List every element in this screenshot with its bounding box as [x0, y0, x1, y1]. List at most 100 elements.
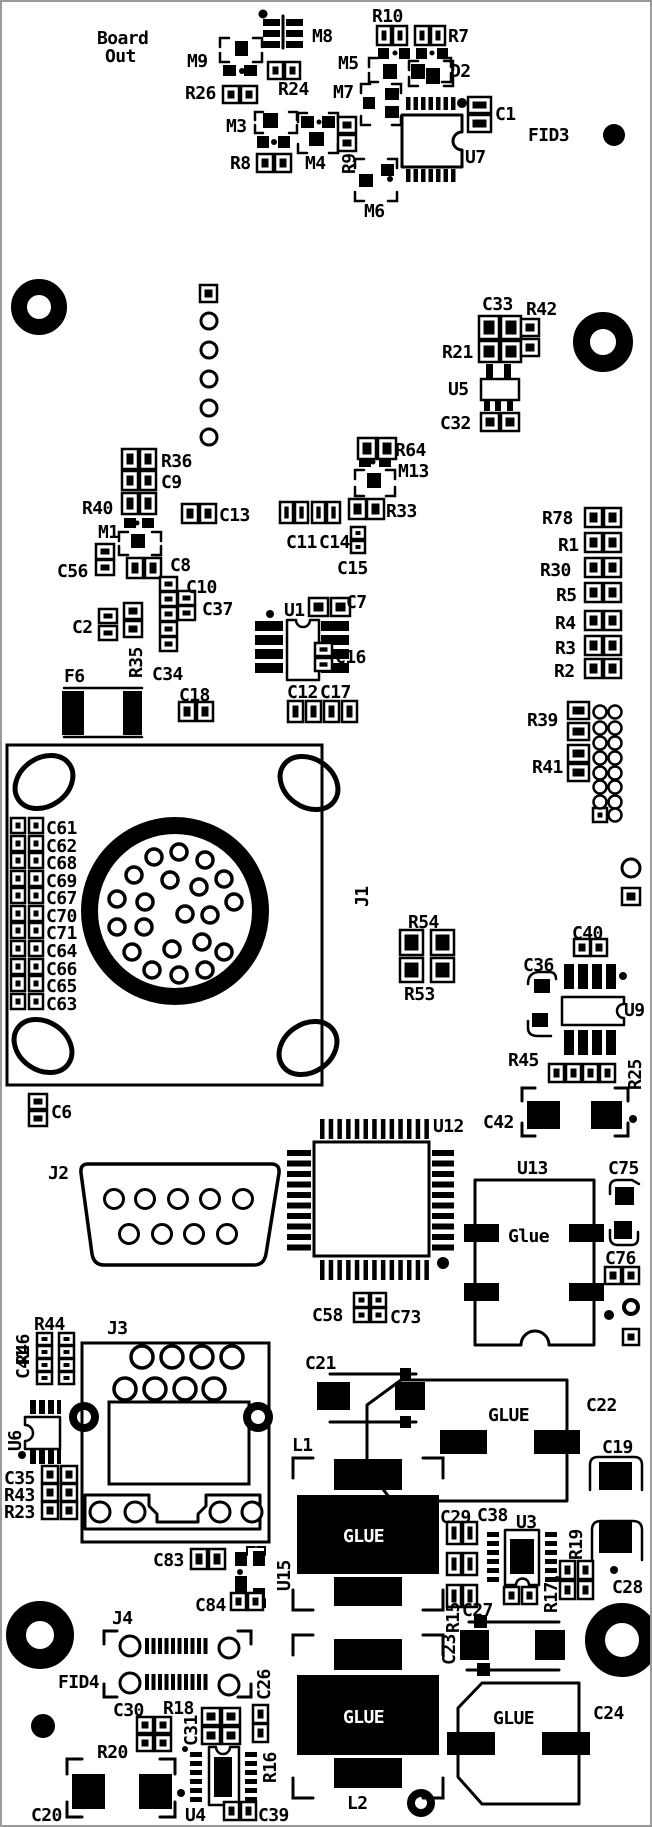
- pad: [320, 1119, 325, 1139]
- pad: [287, 1150, 311, 1156]
- pad: [320, 1260, 325, 1280]
- pad: [197, 1638, 201, 1654]
- pad: [226, 1731, 236, 1740]
- pad: [472, 101, 487, 109]
- pad: [183, 706, 191, 717]
- pad: [190, 1797, 202, 1802]
- pad: [464, 1283, 499, 1301]
- through-hole: [135, 892, 155, 912]
- courtyard-bracket: [117, 530, 163, 557]
- pad: [321, 635, 349, 645]
- pad: [321, 621, 349, 631]
- pad: [487, 1568, 499, 1573]
- through-hole: [232, 1188, 254, 1210]
- mounting-slot: [12, 752, 76, 812]
- pad: [33, 910, 39, 917]
- through-hole: [592, 794, 608, 810]
- ref-label-c19: C19: [602, 1437, 633, 1458]
- pad: [328, 1119, 334, 1139]
- pad: [451, 97, 456, 110]
- pad: [144, 475, 152, 486]
- pad: [287, 1244, 311, 1251]
- pad: [507, 400, 513, 411]
- pad: [62, 691, 84, 735]
- through-hole: [592, 779, 608, 795]
- pad: [406, 169, 411, 182]
- pad: [432, 1192, 454, 1198]
- pin1-dot: [437, 1257, 449, 1269]
- ref-label-m13: M13: [398, 461, 429, 482]
- ref-label-u5: U5: [448, 379, 468, 400]
- through-hole: [607, 807, 623, 823]
- through-hole: [224, 892, 244, 912]
- pad: [578, 964, 588, 989]
- pad: [564, 964, 574, 989]
- pad: [103, 613, 113, 619]
- pad: [578, 1030, 588, 1055]
- pad: [287, 1160, 311, 1167]
- ref-label-r1: R1: [558, 535, 578, 556]
- courtyard-bracket: [65, 1757, 177, 1819]
- pad: [354, 1260, 360, 1280]
- ref-label-c64: C64: [46, 941, 77, 962]
- through-hole: [162, 939, 182, 959]
- pad: [321, 663, 349, 673]
- pad: [358, 1297, 365, 1303]
- courtyard-bracket: [296, 111, 340, 155]
- pad: [400, 1416, 411, 1428]
- pad: [235, 41, 248, 56]
- pad: [149, 562, 157, 574]
- through-hole: [592, 704, 608, 720]
- pad: [589, 512, 598, 523]
- pad: [223, 65, 236, 76]
- ref-label-u4: U4: [185, 1805, 206, 1826]
- through-hole: [199, 1188, 221, 1210]
- pin1-dot: [370, 459, 376, 465]
- ref-label-l1: L1: [292, 1435, 312, 1456]
- pad: [139, 1774, 172, 1809]
- ref-label-u3: U3: [516, 1512, 536, 1533]
- mounting-hole: [11, 279, 67, 335]
- ref-label-c32: C32: [440, 413, 471, 434]
- ref-label-c69: C69: [46, 871, 77, 892]
- pad: [608, 537, 617, 548]
- ref-label-r4: R4: [555, 613, 576, 634]
- pad: [335, 602, 346, 612]
- ref-label-c41: C41: [13, 1348, 34, 1379]
- through-hole: [592, 750, 608, 766]
- through-hole: [607, 794, 623, 810]
- pad: [504, 364, 511, 378]
- pin1-dot: [18, 1451, 26, 1459]
- pad: [33, 1115, 43, 1122]
- pad: [171, 1638, 175, 1654]
- pad: [589, 663, 598, 674]
- pad: [310, 705, 317, 718]
- ref-label-c1: C1: [495, 104, 515, 125]
- through-hole: [183, 1223, 205, 1245]
- pad: [608, 562, 617, 573]
- pad: [164, 581, 173, 587]
- courtyard-bracket: [359, 82, 403, 127]
- through-hole: [195, 960, 215, 980]
- ref-label-r20: R20: [97, 1742, 128, 1763]
- pad: [63, 1376, 70, 1380]
- pad: [328, 1260, 334, 1280]
- pad: [151, 1674, 156, 1690]
- pad: [395, 1382, 425, 1410]
- pad: [359, 174, 373, 187]
- pad: [569, 1224, 604, 1242]
- pad: [286, 41, 303, 48]
- ref-label-c24: C24: [593, 1703, 624, 1724]
- pad: [158, 1674, 162, 1690]
- ref-label-m4: M4: [305, 153, 326, 174]
- through-hole: [607, 779, 623, 795]
- pad: [316, 506, 321, 519]
- ref-label-m7: M7: [333, 82, 353, 103]
- ref-label-u9: U9: [624, 1000, 644, 1021]
- pad: [379, 457, 391, 467]
- pad: [608, 587, 617, 598]
- ref-label-board: Board: [97, 28, 148, 49]
- pad: [123, 691, 142, 735]
- pad: [319, 662, 328, 667]
- pad: [413, 169, 418, 182]
